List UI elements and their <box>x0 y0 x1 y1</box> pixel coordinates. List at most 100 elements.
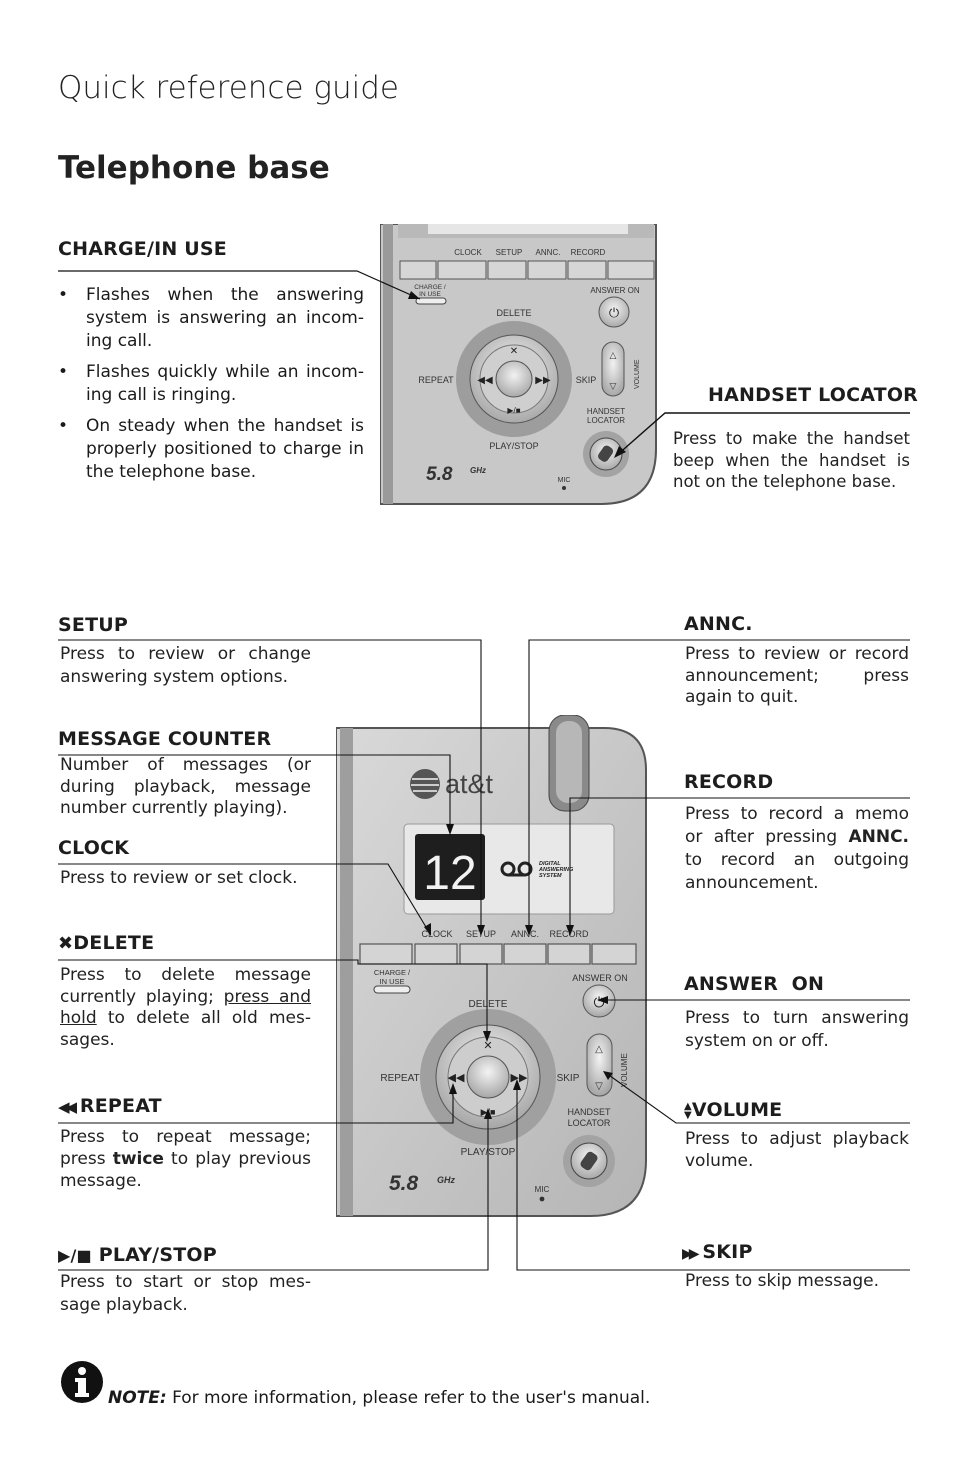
top-volume-up-icon: △ <box>610 350 617 360</box>
record-text: Press to record a memo or after pressing… <box>685 803 909 895</box>
top-record-label: RECORD <box>571 248 606 257</box>
message-counter-value: 12 <box>423 847 476 900</box>
center-button[interactable] <box>466 1055 510 1099</box>
mic-hole <box>539 1196 545 1202</box>
repeat-icon: ◀◀ <box>448 1072 465 1084</box>
top-power-icon: ⏻ <box>609 305 619 320</box>
delete-text: Press to delete message currently playin… <box>60 965 311 1051</box>
annc-title: ANNC. <box>684 613 753 635</box>
base-detail-image: CLOCK SETUP ANNC. RECORD CHARGE / IN USE… <box>380 224 657 505</box>
mic-label: MIC <box>535 1185 550 1194</box>
top-unlabeled-button-2[interactable] <box>607 260 655 280</box>
delete-text-underlined: press and hold <box>60 986 311 1029</box>
top-freq-logo: 5.8 <box>426 464 453 485</box>
handset-label-2: LOCATOR <box>568 1118 611 1128</box>
skip-text: Press to skip message. <box>685 1271 880 1291</box>
top-delete-label: DELETE <box>496 308 531 318</box>
charge-led <box>373 985 411 994</box>
freq-unit: GHz <box>437 1175 456 1185</box>
record-text-part-2: to record an outgoing announcement. <box>685 850 909 893</box>
skip-title-wrap: ▶▶ SKIP <box>682 1241 753 1263</box>
setup-label: SETUP <box>466 929 496 939</box>
top-mic-hole <box>562 486 566 490</box>
annc-text: Press to review or record announcement; … <box>685 644 909 707</box>
record-title: RECORD <box>684 771 774 793</box>
power-icon: ⏻ <box>593 994 604 1010</box>
list-item: Flashes when the answering system is ans… <box>58 284 364 353</box>
top-volume-rocker[interactable] <box>601 341 625 397</box>
repeat-text-bold: twice <box>112 1149 164 1169</box>
setup-text: Press to review or change answering syst… <box>60 644 311 687</box>
volume-label: VOLUME <box>620 1053 629 1087</box>
handset-label-1: HANDSET <box>567 1107 611 1117</box>
charge-label-2: IN USE <box>379 977 404 986</box>
play-stop-text: Press to start or stop mes-sage playback… <box>60 1272 311 1315</box>
das-label-3: SYSTEM <box>539 873 562 879</box>
repeat-title-wrap: ◀◀ REPEAT <box>58 1095 162 1117</box>
unlabeled-button-left[interactable] <box>359 943 413 965</box>
record-text-bold: ANNC. <box>848 827 909 847</box>
volume-text: Press to adjust playback volume. <box>685 1129 909 1171</box>
note-body: For more information, please refer to th… <box>166 1388 651 1408</box>
charge-label-1: CHARGE / <box>374 968 411 977</box>
delete-label: DELETE <box>469 999 508 1010</box>
top-repeat-icon: ◀◀ <box>477 375 493 386</box>
top-play-stop-icon: ▶/■ <box>507 406 520 415</box>
top-setup-button[interactable] <box>487 260 527 280</box>
repeat-title: REPEAT <box>79 1095 162 1117</box>
volume-up-icon: △ <box>595 1044 603 1055</box>
list-item: On steady when the handset is properly p… <box>58 415 364 484</box>
play-stop-title: PLAY/STOP <box>98 1244 217 1266</box>
top-play-stop-label: PLAY/STOP <box>489 441 538 451</box>
repeat-text: Press to repeat message; press twice to … <box>60 1126 311 1192</box>
top-repeat-label: REPEAT <box>418 375 454 385</box>
clock-button[interactable] <box>414 943 458 965</box>
top-annc-button[interactable] <box>527 260 567 280</box>
top-setup-label: SETUP <box>496 248 523 257</box>
top-record-button[interactable] <box>567 260 607 280</box>
annc-button[interactable] <box>503 943 547 965</box>
repeat-icon: ◀◀ <box>58 1098 77 1116</box>
clock-title: CLOCK <box>58 837 130 859</box>
clock-label: CLOCK <box>421 929 452 939</box>
volume-down-icon: ▽ <box>595 1081 603 1092</box>
annc-label: ANNC. <box>511 929 539 939</box>
top-skip-icon: ▶▶ <box>535 375 551 386</box>
charge-in-use-title: CHARGE/IN USE <box>58 238 227 260</box>
unlabeled-button-right[interactable] <box>591 943 637 965</box>
handset-locator-text: Press to make the handset beep when the … <box>673 429 910 491</box>
setup-title: SETUP <box>58 614 128 636</box>
top-charge-label-2: IN USE <box>419 291 441 298</box>
top-handset-icon <box>598 445 614 462</box>
repeat-text-part-1: Press to repeat message; press <box>60 1127 311 1169</box>
volume-title: VOLUME <box>691 1099 783 1121</box>
message-counter-text: Number of messages (or during playback, … <box>60 755 311 818</box>
answer-on-label: ANSWER ON <box>572 973 628 983</box>
charge-in-use-list: Flashes when the answering system is ans… <box>58 284 364 492</box>
info-icon <box>61 1361 103 1403</box>
top-annc-label: ANNC. <box>536 248 561 257</box>
top-center-button[interactable] <box>495 360 533 398</box>
play-stop-icon: ▶/■ <box>481 1107 496 1117</box>
top-answer-on-button[interactable] <box>598 296 630 328</box>
clock-text: Press to review or set clock. <box>60 868 298 888</box>
top-handset-label-1: HANDSET <box>587 407 625 416</box>
record-text-part-1: Press to record a memo or after pressing <box>685 804 909 847</box>
skip-icon: ▶▶ <box>511 1072 528 1084</box>
top-clock-button[interactable] <box>437 260 487 280</box>
record-button[interactable] <box>547 943 591 965</box>
att-brand: at&t <box>445 769 494 799</box>
top-volume-label: VOLUME <box>634 359 641 389</box>
answer-on-text: Press to turn answering system on or off… <box>685 1008 909 1051</box>
handset-locator-title: HANDSET LOCATOR <box>708 384 919 406</box>
volume-icon: ▲▼ <box>684 1100 692 1121</box>
note-text: NOTE: For more information, please refer… <box>108 1388 650 1408</box>
record-label: RECORD <box>549 929 589 939</box>
top-charge-label-1: CHARGE / <box>414 284 446 291</box>
setup-button[interactable] <box>459 943 503 965</box>
skip-icon: ▶▶ <box>682 1246 699 1262</box>
top-unlabeled-button-1[interactable] <box>399 260 437 280</box>
repeat-text-part-2: to play previous message. <box>60 1149 312 1191</box>
section-title: Telephone base <box>58 150 330 186</box>
page-title: Quick reference guide <box>58 70 399 106</box>
